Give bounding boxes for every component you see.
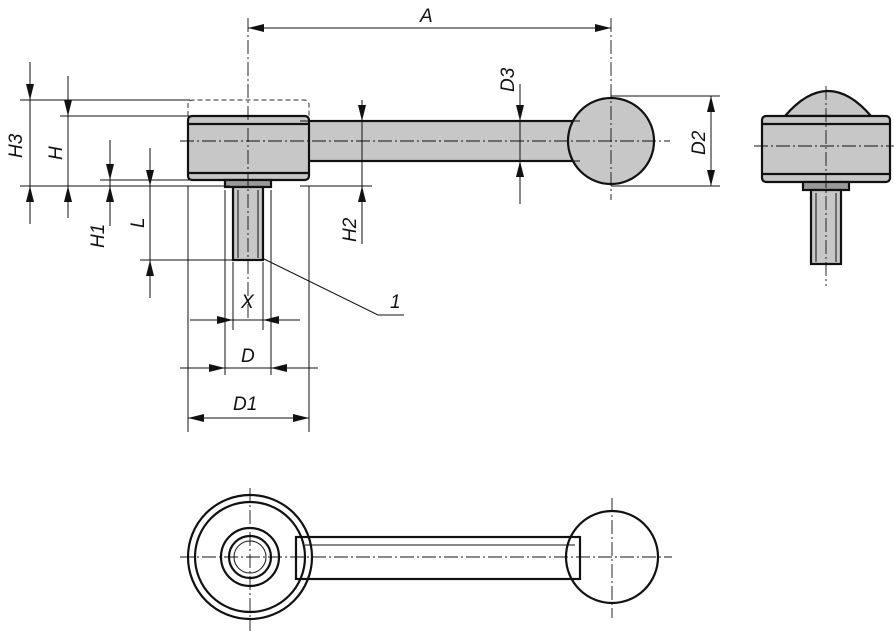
- dim-label-D1: D1: [233, 394, 257, 415]
- dim-label-H: H: [46, 146, 67, 160]
- front-view: A D3 D2 H3 H H1 L H2: [6, 6, 720, 432]
- dim-label-H3: H3: [6, 133, 27, 158]
- dim-label-D3: D3: [498, 67, 519, 92]
- dim-label-D2: D2: [689, 130, 710, 155]
- side-view: [754, 86, 894, 286]
- top-lever-arm: [294, 535, 582, 581]
- item-label-1: 1: [390, 292, 401, 313]
- top-view: [180, 488, 672, 631]
- side-ball-cap: [782, 90, 874, 118]
- dim-label-A: A: [419, 6, 433, 27]
- dim-label-L: L: [128, 217, 149, 228]
- dim-label-X: X: [240, 292, 255, 313]
- dim-label-D: D: [241, 346, 255, 367]
- dim-label-H2: H2: [340, 217, 361, 242]
- hub-body: [186, 114, 311, 182]
- dim-label-H1: H1: [88, 224, 109, 248]
